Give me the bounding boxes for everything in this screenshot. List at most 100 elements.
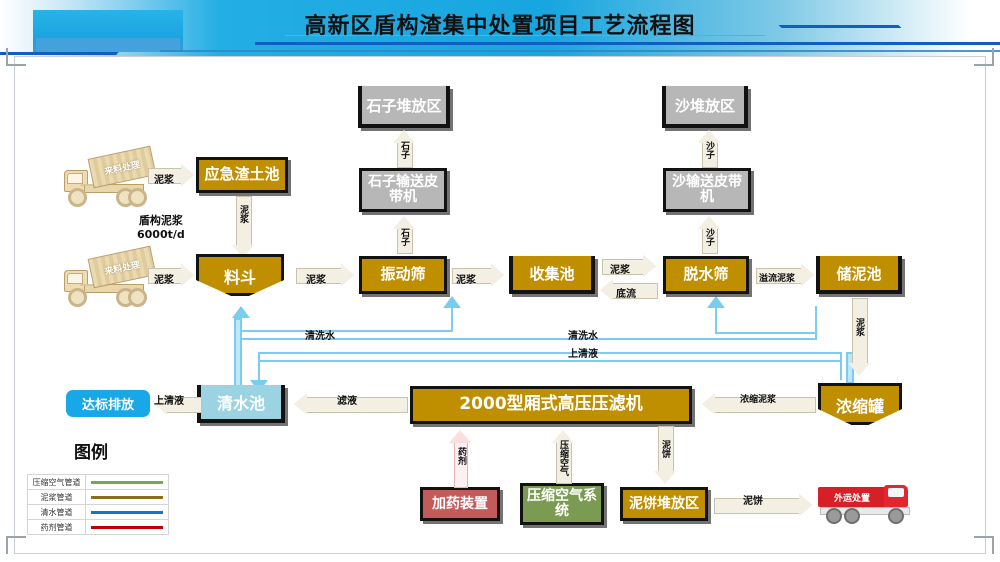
- node-mud-storage-pool[interactable]: 储泥池: [816, 256, 902, 294]
- legend-line-chemical: [91, 525, 163, 529]
- outbound-truck-wheel: [826, 508, 842, 524]
- edge-label-slurry-mt: 泥浆: [854, 318, 864, 336]
- edge-label-slurry-t2: 泥浆: [154, 275, 174, 286]
- pipe-dewater-riser: [715, 306, 717, 332]
- edge-arrowhead-press-in: [702, 393, 715, 415]
- truck-tipper: 来料处理: [87, 245, 157, 289]
- legend-line-air: [91, 480, 163, 484]
- edge-arrowhead-outtruck: [799, 494, 812, 516]
- edge-arrowhead-clearpool-filtrate: [294, 393, 307, 415]
- node-clear-water-pool[interactable]: 清水池: [197, 385, 285, 423]
- truck-icon-outbound: 外运处置: [818, 485, 916, 524]
- legend-swatch-air: [85, 474, 169, 490]
- edge-label-thick-slurry: 浓缩泥浆: [740, 395, 777, 405]
- legend-table: 压缩空气管道 泥浆管道 清水管道 药剂管道: [27, 474, 169, 535]
- legend-line-slurry: [91, 495, 163, 499]
- header-decoration-square-inner: [36, 38, 180, 52]
- truck-tipper: 来料处理: [87, 145, 157, 189]
- node-clear-water-pool-label: 清水池: [216, 394, 265, 413]
- header-thin-rule: [160, 50, 1000, 52]
- edge-label-slurry-hv: 泥浆: [306, 275, 326, 286]
- legend-label-chemical: 药剂管道: [27, 519, 86, 535]
- node-stone-belt-label: 石子输送皮带机: [368, 174, 438, 205]
- edge-label-slurry-cd: 泥浆: [610, 265, 630, 276]
- pipe-arrowhead-dewater: [707, 296, 725, 308]
- edge-label-washwater-1: 清洗水: [305, 331, 335, 342]
- node-sand-belt[interactable]: 沙输送皮带机: [663, 168, 751, 212]
- node-collection-pool[interactable]: 收集池: [509, 256, 595, 294]
- corner-mark-top-left: [6, 48, 26, 66]
- truck-label-2: 来料处理: [103, 259, 141, 278]
- node-mud-storage-pool-label: 储泥池: [836, 264, 882, 283]
- legend-row: 药剂管道: [27, 519, 169, 535]
- edge-label-slurry-emh: 泥浆: [238, 205, 248, 223]
- node-vibrating-screen[interactable]: 振动筛: [359, 256, 447, 294]
- node-compliant-discharge[interactable]: 达标排放: [66, 390, 150, 417]
- edge-arrowhead-cakeyard: [654, 471, 676, 484]
- legend-swatch-chemical: [85, 519, 169, 535]
- page-title: 高新区盾构渣集中处置项目工艺流程图: [304, 14, 696, 39]
- node-thickener[interactable]: 浓缩罐: [818, 383, 902, 425]
- edge-arrowhead-sandbelt: [698, 216, 720, 229]
- node-compressed-air-system[interactable]: 压缩空气系统: [520, 483, 604, 525]
- node-emergency-pool-label: 应急渣土池: [204, 165, 280, 184]
- truck-bed: [84, 284, 144, 293]
- legend-line-water: [91, 510, 163, 514]
- node-dewatering-screen[interactable]: 脱水筛: [663, 256, 749, 294]
- pipe-clearpool-to-hopper-riser: [234, 318, 242, 390]
- outbound-truck-label: 外运处置: [833, 493, 870, 504]
- outbound-truck-wheel: [888, 508, 904, 524]
- pipe-washwater-branch1: [242, 330, 452, 332]
- node-compressed-air-system-label: 压缩空气系统: [527, 488, 597, 519]
- edge-label-sand-2: 沙子: [704, 228, 714, 246]
- edge-arrowhead-stoneyard: [393, 130, 415, 143]
- legend-label-water: 清水管道: [27, 504, 86, 520]
- edge-arrowhead-press-air: [552, 430, 574, 443]
- edge-label-slurry-t1: 泥浆: [154, 175, 174, 186]
- node-dosing-device[interactable]: 加药装置: [420, 487, 500, 521]
- node-emergency-pool[interactable]: 应急渣土池: [196, 157, 288, 193]
- outbound-truck-window: [888, 488, 904, 497]
- edge-arrowhead-collection-in: [491, 264, 504, 286]
- node-hopper-label: 料斗: [223, 268, 256, 287]
- edge-label-washwater-2: 清洗水: [568, 331, 598, 342]
- diagram-canvas-border: [14, 56, 986, 554]
- truck-wheel: [68, 288, 87, 307]
- edge-label-overflow-slurry: 溢流泥浆: [759, 274, 796, 284]
- node-dosing-device-label: 加药装置: [432, 495, 488, 512]
- node-sand-yard-label: 沙堆放区: [674, 96, 735, 115]
- legend-row: 清水管道: [27, 504, 169, 520]
- node-thickener-label: 浓缩罐: [835, 397, 884, 416]
- annotation-feed-rate-line2: 6000t/d: [137, 227, 185, 241]
- pipe-washwater-branch2: [242, 338, 816, 340]
- legend-swatch-water: [85, 504, 169, 520]
- annotation-feed-rate-line1: 盾构泥浆: [138, 214, 183, 227]
- pipe-arrowhead-hopper: [232, 306, 250, 318]
- pipe-washwater-dewater-riser: [815, 306, 817, 340]
- truck-wheel: [68, 188, 87, 207]
- pipe-dewater-link: [715, 332, 815, 334]
- node-cake-yard-label: 泥饼堆放区: [629, 495, 699, 512]
- edge-label-supernatant-left: 上清液: [154, 396, 184, 407]
- edge-label-supernatant-top: 上清液: [568, 349, 598, 360]
- header-rule: [255, 42, 1000, 45]
- edge-arrowhead-press-chemical: [449, 430, 471, 443]
- node-collection-pool-label: 收集池: [529, 264, 575, 283]
- node-hopper[interactable]: 料斗: [196, 254, 284, 296]
- edge-press-to-clearpool: [306, 397, 408, 413]
- node-filter-press-label: 2000型厢式高压压滤机: [459, 394, 643, 415]
- edge-arrowhead-vibscreen-in: [341, 264, 354, 286]
- truck-bed: [84, 184, 144, 193]
- truck-icon-feed-2: 来料处理: [60, 245, 157, 307]
- node-filter-press[interactable]: 2000型厢式高压压滤机: [410, 386, 692, 424]
- node-cake-yard[interactable]: 泥饼堆放区: [620, 487, 708, 521]
- node-stone-yard[interactable]: 石子堆放区: [358, 86, 450, 128]
- outbound-truck-chassis: [820, 507, 910, 515]
- pipe-arrowhead-vibscreen: [443, 296, 461, 308]
- node-sand-yard[interactable]: 沙堆放区: [662, 86, 748, 128]
- node-stone-belt[interactable]: 石子输送皮带机: [359, 168, 447, 212]
- pipe-supernatant-horizontal: [258, 352, 840, 354]
- edge-arrowhead-emergency: [181, 164, 194, 186]
- page-header: 高新区盾构渣集中处置项目工艺流程图: [0, 0, 1000, 56]
- edge-label-stone-2: 石子: [399, 228, 409, 246]
